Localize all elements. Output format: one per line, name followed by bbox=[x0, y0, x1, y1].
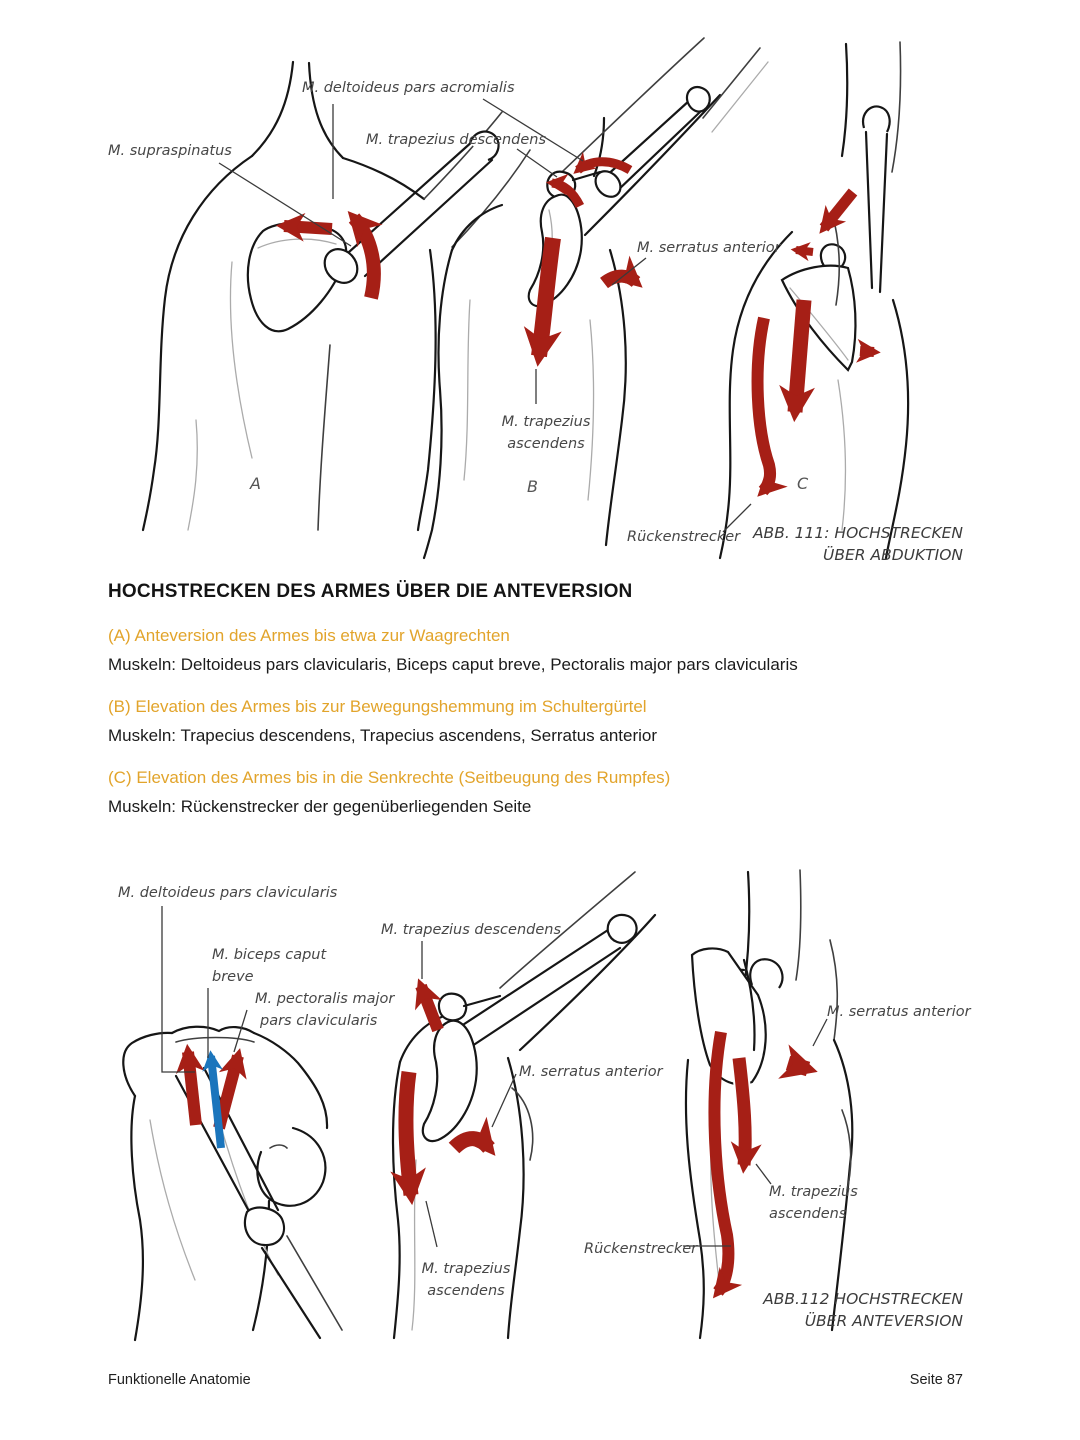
label-line: M. pectoralis major bbox=[255, 991, 395, 1007]
label-biceps-caput-breve: M. biceps caput breve bbox=[212, 944, 326, 988]
label-serratus-anterior-right: M. serratus anterior bbox=[827, 1004, 971, 1020]
entry-c-heading: (C) Elevation des Armes bis in die Senkr… bbox=[108, 768, 671, 787]
section-title: HOCHSTRECKEN DES ARMES ÜBER DIE ANTEVERS… bbox=[108, 581, 633, 602]
entry-b-heading: (B) Elevation des Armes bis zur Bewegung… bbox=[108, 697, 647, 716]
figure-112-illustration bbox=[122, 869, 854, 1342]
leader-lines-112 bbox=[161, 906, 828, 1248]
panel-b-art bbox=[422, 37, 722, 560]
label-deltoideus-clavicularis: M. deltoideus pars clavicularis bbox=[118, 885, 338, 901]
caption-abb-112: ABB.112 HOCHSTRECKEN ÜBER ANTEVERSION bbox=[763, 1288, 963, 1332]
panel-1-art bbox=[122, 1025, 343, 1342]
panel-letter-b: B bbox=[527, 477, 538, 496]
leader-lines-111 bbox=[218, 98, 752, 533]
figure-111-illustration bbox=[141, 37, 910, 560]
entry-a: (A) Anteversion des Armes bis etwa zur W… bbox=[108, 626, 988, 675]
label-line: breve bbox=[212, 969, 254, 985]
label-serratus-anterior-mid: M. serratus anterior bbox=[519, 1064, 663, 1080]
panel-a-art bbox=[141, 60, 531, 532]
label-line: M. trapezius bbox=[501, 414, 591, 430]
label-line: pars clavicularis bbox=[260, 1013, 378, 1029]
label-line: ascendens bbox=[507, 436, 585, 452]
entry-a-heading: (A) Anteversion des Armes bis etwa zur W… bbox=[108, 626, 510, 645]
label-pectoralis-major: M. pectoralis major pars clavicularis bbox=[255, 988, 394, 1032]
page-footer: Funktionelle Anatomie Seite 87 bbox=[108, 1372, 963, 1388]
label-rueckenstrecker-bottom: Rückenstrecker bbox=[584, 1241, 698, 1257]
label-line: M. biceps caput bbox=[212, 947, 327, 963]
caption-line: ÜBER ABDUKTION bbox=[823, 546, 963, 564]
label-serratus-anterior: M. serratus anterior bbox=[637, 240, 781, 256]
label-trapezius-ascendens: M. trapezius ascendens bbox=[498, 411, 594, 455]
panel-c-art bbox=[702, 41, 910, 560]
footer-page-number: Seite 87 bbox=[909, 1372, 963, 1388]
label-trapezius-descendens-bottom: M. trapezius descendens bbox=[381, 922, 562, 938]
panel-3-art bbox=[684, 869, 854, 1340]
panel-letter-a: A bbox=[250, 474, 261, 493]
entry-c-muscles: Muskeln: Rückenstrecker der gegenüberlie… bbox=[108, 797, 532, 816]
text-section: HOCHSTRECKEN DES ARMES ÜBER DIE ANTEVERS… bbox=[108, 581, 988, 839]
label-supraspinatus: M. supraspinatus bbox=[108, 143, 232, 159]
label-line: ascendens bbox=[769, 1206, 847, 1222]
label-trapezius-descendens: M. trapezius descendens bbox=[366, 132, 547, 148]
footer-document-title: Funktionelle Anatomie bbox=[108, 1372, 251, 1388]
entry-b-muscles: Muskeln: Trapecius descendens, Trapecius… bbox=[108, 726, 658, 745]
label-line: ascendens bbox=[427, 1283, 505, 1299]
entry-b: (B) Elevation des Armes bis zur Bewegung… bbox=[108, 697, 988, 746]
panel-2-art bbox=[390, 871, 657, 1340]
label-deltoideus-acromialis: M. deltoideus pars acromialis bbox=[302, 80, 515, 96]
label-trapezius-ascendens-mid: M. trapezius ascendens bbox=[420, 1258, 512, 1302]
caption-line: ABB.112 HOCHSTRECKEN bbox=[763, 1290, 963, 1308]
caption-abb-111: ABB. 111: HOCHSTRECKEN ÜBER ABDUKTION bbox=[753, 522, 963, 566]
label-rueckenstrecker: Rückenstrecker bbox=[627, 529, 741, 545]
caption-line: ABB. 111: HOCHSTRECKEN bbox=[752, 524, 963, 542]
entry-c: (C) Elevation des Armes bis in die Senkr… bbox=[108, 768, 988, 817]
label-line: M. trapezius bbox=[421, 1261, 511, 1277]
entry-a-muscles: Muskeln: Deltoideus pars clavicularis, B… bbox=[108, 655, 798, 674]
panel-letter-c: C bbox=[797, 474, 809, 493]
label-trapezius-ascendens-right: M. trapezius ascendens bbox=[769, 1181, 858, 1225]
caption-line: ÜBER ANTEVERSION bbox=[804, 1312, 963, 1330]
label-line: M. trapezius bbox=[769, 1184, 858, 1200]
